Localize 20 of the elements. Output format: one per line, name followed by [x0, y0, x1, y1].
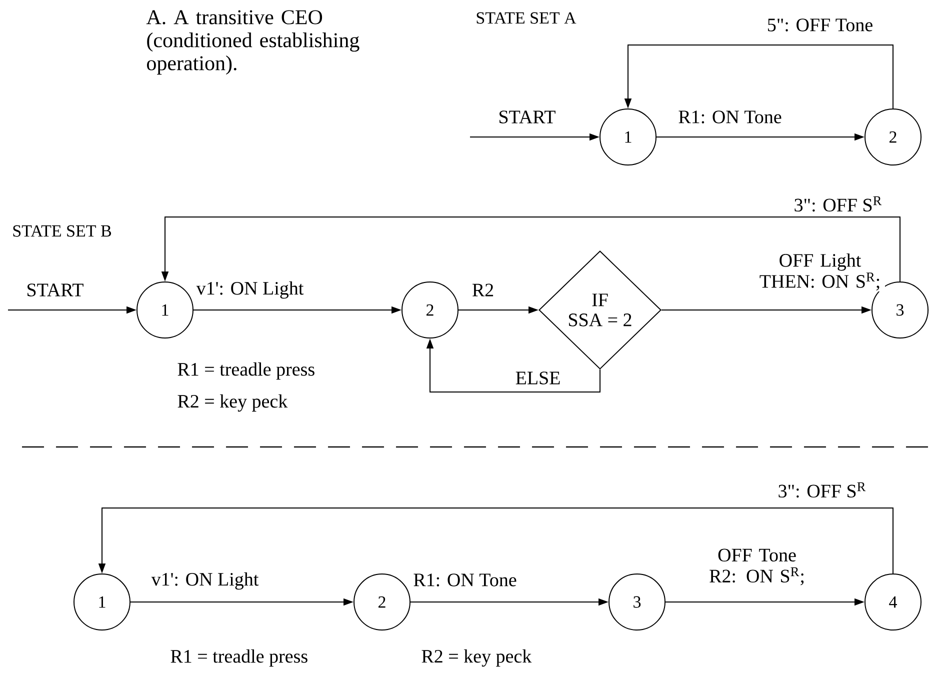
edge-label: 5": OFF Tone	[766, 18, 874, 32]
edge-label: OFF Tone R2: ON S$^{R}$;	[700, 548, 814, 586]
state-set-heading: STATE SET B	[13, 225, 112, 237]
edge-label: R2	[470, 282, 496, 298]
state-set-heading: STATE SET A	[476, 12, 576, 24]
edge-label: ELSE	[514, 370, 562, 386]
edge-label: v1': ON Light	[150, 571, 260, 591]
definition-note: R2 = key peck	[422, 649, 532, 667]
edge-label: START	[25, 282, 85, 298]
edge-label: 3": OFF S$^{R}$	[792, 195, 884, 213]
edge-label: v1': ON Light	[195, 280, 305, 300]
definition-note: R2 = key peck	[178, 394, 288, 412]
edge-label: OFF Light THEN: ON S$^{R}$;	[755, 252, 885, 292]
definition-note: R1 = treadle press	[170, 649, 308, 667]
edge-label: R1: ON Tone	[412, 572, 518, 588]
definition-note: R1 = treadle press	[178, 362, 314, 380]
edge-label: START	[497, 110, 557, 124]
edge-label: R1: ON Tone	[677, 110, 783, 124]
title: A. A transitive CEO (conditioned establishing operation).	[146, 10, 360, 75]
edge-label: 3": OFF S$^{R}$	[776, 481, 868, 499]
